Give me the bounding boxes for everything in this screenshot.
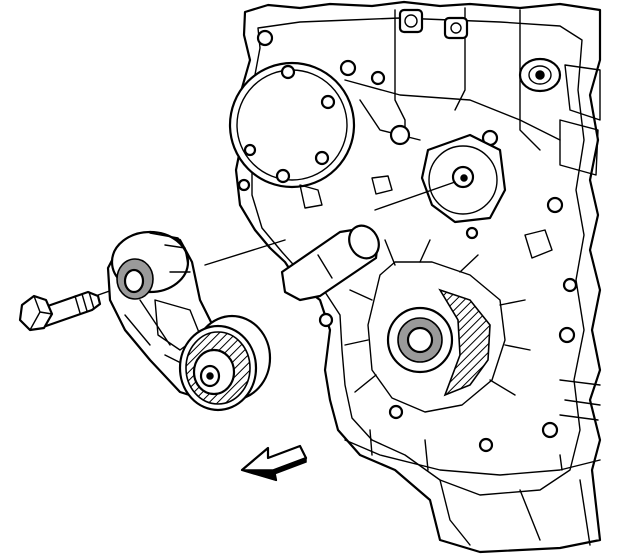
cam-cover-plate <box>228 61 356 189</box>
cover-detail <box>524 229 553 259</box>
cover-detail <box>559 379 601 421</box>
cover-bolt <box>562 277 578 293</box>
cover-bolt <box>256 29 274 47</box>
tensioner-bolt <box>18 290 102 332</box>
alignment-line <box>204 239 286 266</box>
cover-outline <box>234 0 602 554</box>
alignment-dowel <box>280 224 380 302</box>
tensioner-mount-ring <box>428 145 498 215</box>
cam-cover-bolt <box>280 64 296 80</box>
alignment-line <box>374 181 456 211</box>
engine-front-cover <box>228 0 602 554</box>
sensor-body <box>559 119 599 176</box>
cam-cover-bolt <box>314 150 330 166</box>
cover-bolt <box>465 226 479 240</box>
crank-housing-rib <box>384 239 531 396</box>
cover-bolt <box>318 312 334 328</box>
bolt-head-flange <box>29 295 53 331</box>
crank-seal-inner <box>406 326 434 354</box>
oil-pan-rail <box>369 429 563 471</box>
cam-cover-bolt <box>243 143 257 157</box>
removal-direction-arrow <box>240 444 308 482</box>
sensor-body <box>564 64 601 121</box>
cover-boss-ring <box>404 14 418 28</box>
arrow-shadow <box>241 456 307 482</box>
cover-boss <box>443 16 469 40</box>
crank-housing <box>367 261 506 413</box>
dowel-groove <box>317 254 333 279</box>
oil-filler-center <box>535 70 545 80</box>
cam-cover-bolt <box>320 94 336 110</box>
oil-filler-ring <box>528 65 552 85</box>
cover-boss-ring <box>450 22 462 34</box>
cover-bolt <box>478 437 494 453</box>
tensioner-hub-center <box>123 268 145 294</box>
cover-bolt <box>339 59 357 77</box>
cam-cover-bolt <box>275 168 291 184</box>
tensioner-mount-hole-center <box>460 174 468 182</box>
bolt-thread <box>74 291 95 314</box>
cover-bolt <box>389 124 411 146</box>
cover-bolt <box>541 421 559 439</box>
oil-pan-rail <box>344 439 601 476</box>
cover-rib <box>519 9 541 151</box>
cover-bracket <box>371 175 393 195</box>
cover-bolt <box>388 404 404 420</box>
cover-bolt <box>237 178 251 192</box>
drive-belt-tensioner <box>106 230 272 412</box>
crank-housing-rib <box>344 289 377 393</box>
dowel-end <box>348 224 380 260</box>
cover-boss <box>398 8 424 34</box>
oil-pan-lower <box>439 479 591 546</box>
bolt-head <box>18 294 54 332</box>
cover-bolt <box>558 326 576 344</box>
idler-pulley-bolt-center <box>206 372 214 380</box>
cover-inner-rim <box>251 17 585 496</box>
cover-bolt <box>370 70 386 86</box>
cover-rib <box>344 79 561 141</box>
tensioner-base <box>164 244 189 266</box>
cover-bracket <box>299 184 323 209</box>
cover-bolt <box>546 196 564 214</box>
crank-housing-shade <box>438 288 491 397</box>
